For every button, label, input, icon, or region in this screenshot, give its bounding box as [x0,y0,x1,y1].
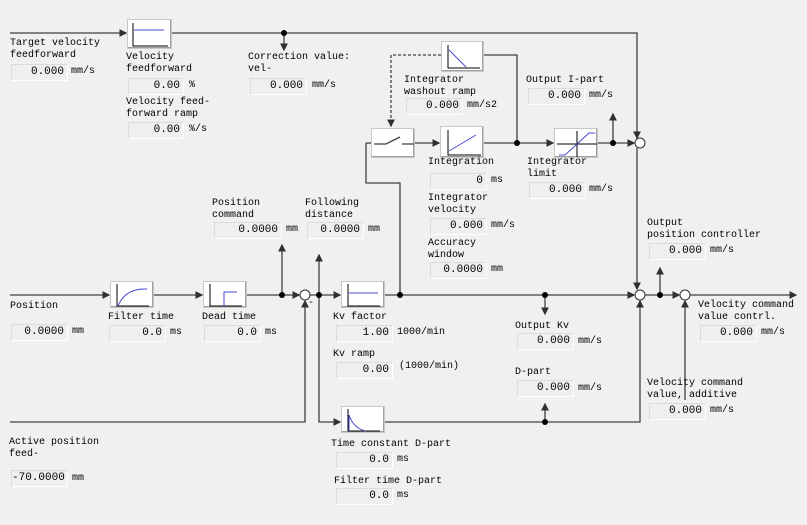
kv-factor-unit: 1000/min [397,327,446,338]
dpart-unit: mm/s [578,383,603,394]
kv-factor-field[interactable]: 1.00 [336,325,393,342]
kv-ramp-unit: (1000/min) [399,361,460,372]
time-const-dpart-field[interactable]: 0.0 [336,452,393,469]
step-icon [347,284,380,307]
filter-time-unit: ms [170,327,183,338]
following-distance-label: Following distance [305,198,360,221]
vel-cmd-contrl-unit: mm/s [761,327,786,338]
position-command-field[interactable]: 0.0000 [214,222,282,239]
kv-ramp-field[interactable]: 0.00 [336,362,393,379]
output-pos-ctrl-field[interactable]: 0.000 [649,243,706,260]
filter-time-dpart-unit: ms [397,490,410,501]
washout-label: Integrator washout ramp [404,75,477,98]
integrator-limit-field[interactable]: 0.000 [529,182,586,199]
dead-time-icon [209,284,242,307]
filter-time-dpart-label: Filter time D-part [334,476,443,487]
following-distance-field[interactable]: 0.0000 [307,222,364,239]
ramp-down-icon [447,45,480,69]
kv-factor-block[interactable] [341,281,385,308]
d-part-block[interactable] [341,406,385,433]
output-ipart-field[interactable]: 0.000 [528,88,585,105]
dead-time-unit: ms [265,327,278,338]
vel-cmd-additive-label: Velocity command value, additive [647,378,744,401]
washout-field[interactable]: 0.000 [406,98,463,115]
integration-field[interactable]: 0 [430,173,487,190]
integration-block[interactable] [440,126,484,158]
correction-unit: mm/s [312,80,337,91]
integrator-velocity-field[interactable]: 0.000 [430,218,487,235]
vff-ramp-label: Velocity feed- forward ramp [126,97,211,120]
following-distance-unit: mm [368,224,381,235]
filter-time-block[interactable] [110,281,154,308]
washout-unit: mm/s2 [467,100,498,111]
active-pos-feed-field[interactable]: -70.0000 [11,470,68,487]
target-vff-unit: mm/s [71,66,96,77]
time-const-dpart-label: Time constant D-part [331,439,452,450]
vel-cmd-additive-unit: mm/s [710,405,735,416]
position-unit: mm [72,326,85,337]
dead-time-block[interactable] [203,281,247,308]
integrator-limit-block[interactable] [554,128,598,158]
integrator-switch-block[interactable] [371,128,415,158]
velocity-feedforward-block[interactable] [127,19,172,49]
junction-dots [279,30,663,425]
switch-icon [374,136,414,145]
vff-ramp-field[interactable]: 0.00 [128,122,184,139]
integrator-velocity-unit: mm/s [491,220,516,231]
accuracy-window-unit: mm [491,264,504,275]
active-pos-feed-unit: mm [72,473,85,484]
vel-cmd-contrl-field[interactable]: 0.000 [700,325,757,342]
correction-label: Correction value: vel- [248,52,351,75]
integrator-washout-block[interactable] [441,41,484,72]
dpart-label: D-part [515,367,552,378]
minus-sign: - [308,298,315,309]
integrator-velocity-label: Integrator velocity [428,193,489,216]
position-label: Position [10,301,59,312]
limiter-icon [557,131,597,157]
position-command-label: Position command [212,198,261,221]
time-const-dpart-unit: ms [397,454,410,465]
dead-time-label: Dead time [202,312,257,323]
output-kv-label: Output Kv [515,321,570,332]
summing-points [299,137,691,301]
integrator-limit-unit: mm/s [589,184,614,195]
vff-ramp-unit: %/s [189,124,208,135]
vff-field[interactable]: 0.00 [128,78,184,95]
output-pos-ctrl-label: Output position controller [647,218,762,241]
vff-label: Velocity feedforward [126,52,193,75]
filter-time-label: Filter time [108,312,175,323]
output-kv-unit: mm/s [578,336,603,347]
vel-cmd-contrl-label: Velocity command value contrl. [698,300,795,323]
output-ipart-label: Output I-part [526,75,605,86]
ramp-up-icon [447,130,481,156]
dpart-field[interactable]: 0.000 [517,380,574,397]
filter-time-field[interactable]: 0.0 [109,325,166,342]
output-kv-field[interactable]: 0.000 [517,333,574,350]
vff-unit: % [189,80,196,91]
pt1-icon [116,284,149,307]
active-pos-feed-label: Active position feed- [9,437,100,460]
output-ipart-unit: mm/s [589,90,614,101]
correction-field[interactable]: 0.000 [250,78,307,95]
integration-unit: ms [491,175,504,186]
dead-time-field[interactable]: 0.0 [204,325,261,342]
integration-label: Integration [428,157,495,168]
kv-factor-label: Kv factor [333,312,388,323]
filter-time-dpart-field[interactable]: 0.0 [336,488,393,505]
step-icon [132,23,168,47]
accuracy-window-field[interactable]: 0.0000 [430,262,487,279]
target-vff-label: Target velocity feedforward [10,38,101,61]
target-vff-field[interactable]: 0.000 [11,64,68,81]
position-command-unit: mm [286,224,299,235]
dt1-icon [347,409,380,432]
integrator-limit-label: Integrator limit [527,157,588,180]
output-pos-ctrl-unit: mm/s [710,245,735,256]
vel-cmd-additive-field[interactable]: 0.000 [649,403,706,420]
accuracy-window-label: Accuracy window [428,238,477,261]
kv-ramp-label: Kv ramp [333,349,376,360]
position-field[interactable]: 0.0000 [11,324,68,341]
